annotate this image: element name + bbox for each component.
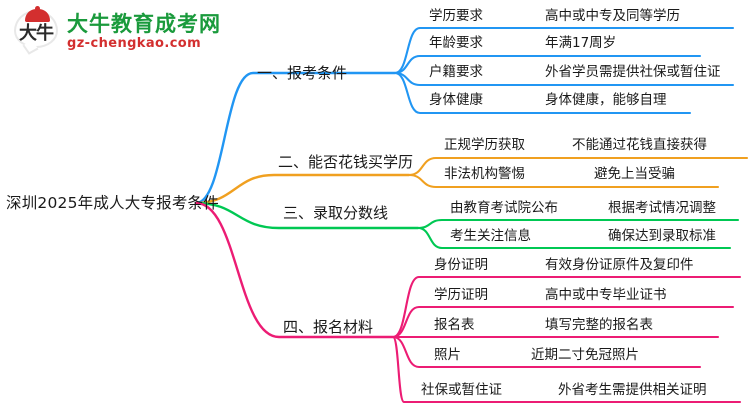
sub-label-4-3[interactable]: 报名表 xyxy=(434,317,475,333)
sub-detail-4-1[interactable]: 有效身份证原件及复印件 xyxy=(545,257,694,273)
sub-detail-4-3[interactable]: 填写完整的报名表 xyxy=(545,317,653,333)
site-logo: 大牛 大牛教育成考网 gz-chengkao.com xyxy=(14,6,221,54)
sub-detail-3-1[interactable]: 根据考试情况调整 xyxy=(608,200,716,216)
sub-detail-4-4[interactable]: 近期二寸免冠照片 xyxy=(531,347,639,363)
sub-detail-3-2[interactable]: 确保达到录取标准 xyxy=(608,228,716,244)
sub-label-4-1[interactable]: 身份证明 xyxy=(434,257,488,273)
sub-label-4-5[interactable]: 社保或暂住证 xyxy=(421,382,502,398)
sub-detail-2-1[interactable]: 不能通过花钱直接获得 xyxy=(572,137,707,153)
sub-label-2-2[interactable]: 非法机构警惕 xyxy=(444,166,525,182)
sub-label-1-4[interactable]: 身体健康 xyxy=(429,92,483,108)
sub-detail-1-2[interactable]: 年满17周岁 xyxy=(545,35,617,51)
sub-label-1-2[interactable]: 年龄要求 xyxy=(429,35,483,51)
sub-label-1-1[interactable]: 学历要求 xyxy=(429,8,483,24)
mindmap-root-node[interactable]: 深圳2025年成人大专报考条件 xyxy=(6,194,219,212)
branch-label-3[interactable]: 三、录取分数线 xyxy=(283,204,389,222)
logo-subtitle: gz-chengkao.com xyxy=(67,36,202,51)
sub-detail-1-4[interactable]: 身体健康，能够自理 xyxy=(545,92,667,108)
sub-label-3-2[interactable]: 考生关注信息 xyxy=(450,228,531,244)
logo-icon: 大牛 xyxy=(14,6,60,54)
branch-label-2[interactable]: 二、能否花钱买学历 xyxy=(278,153,414,171)
sub-label-2-1[interactable]: 正规学历获取 xyxy=(444,137,525,153)
logo-title: 大牛教育成考网 xyxy=(67,12,221,36)
sub-label-1-3[interactable]: 户籍要求 xyxy=(429,64,483,80)
logo-text-block: 大牛教育成考网 gz-chengkao.com xyxy=(67,12,221,52)
branch-label-4[interactable]: 四、报名材料 xyxy=(283,318,374,336)
sub-detail-4-5[interactable]: 外省考生需提供相关证明 xyxy=(558,382,707,398)
sub-label-4-2[interactable]: 学历证明 xyxy=(434,287,488,303)
sub-label-4-4[interactable]: 照片 xyxy=(434,347,461,363)
graduation-cap-icon xyxy=(25,6,50,22)
sub-detail-4-2[interactable]: 高中或中专毕业证书 xyxy=(545,287,667,303)
logo-mark-text: 大牛 xyxy=(19,23,54,44)
branch-label-1[interactable]: 一、报考条件 xyxy=(257,64,348,82)
sub-detail-1-1[interactable]: 高中或中专及同等学历 xyxy=(545,8,680,24)
sub-label-3-1[interactable]: 由教育考试院公布 xyxy=(450,200,558,216)
sub-detail-2-2[interactable]: 避免上当受骗 xyxy=(594,166,675,182)
sub-detail-1-3[interactable]: 外省学员需提供社保或暂住证 xyxy=(545,64,721,80)
